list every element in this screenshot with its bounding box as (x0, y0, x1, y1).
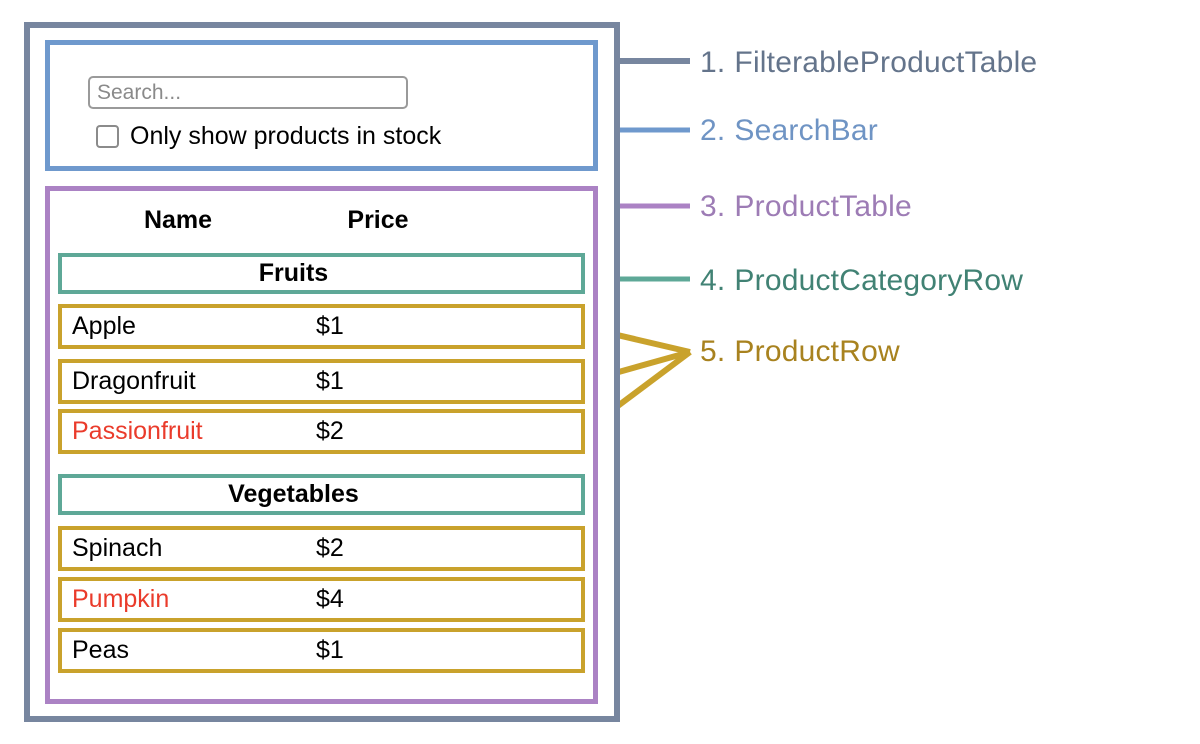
legend-label: ProductCategoryRow (734, 264, 1024, 297)
product-category-label: Fruits (258, 259, 329, 287)
product-name: Apple (72, 312, 136, 340)
legend-label: SearchBar (734, 114, 878, 147)
product-category-label: Vegetables (228, 480, 359, 508)
stock-filter-row[interactable]: Only show products in stock (96, 124, 441, 149)
legend-label: FilterableProductTable (734, 46, 1038, 79)
legend-number: 5. (700, 335, 726, 368)
product-table-header: Name Price (58, 198, 585, 242)
product-row: Dragonfruit $1 (58, 359, 585, 404)
legend-item-search-bar: 2. SearchBar (700, 114, 878, 148)
product-price: $1 (316, 636, 344, 664)
product-row: Passionfruit $2 (58, 409, 585, 454)
legend-item-product-category-row: 4. ProductCategoryRow (700, 264, 1023, 298)
legend-number: 2. (700, 114, 726, 147)
product-price: $1 (316, 367, 344, 395)
product-row: Peas $1 (58, 628, 585, 673)
legend-label: ProductTable (734, 190, 912, 223)
product-name: Pumpkin (72, 585, 170, 613)
product-row: Apple $1 (58, 304, 585, 349)
legend-label: ProductRow (734, 335, 900, 368)
search-input[interactable] (88, 76, 408, 109)
legend-item-product-table: 3. ProductTable (700, 190, 912, 224)
only-in-stock-checkbox[interactable] (96, 125, 119, 148)
product-price: $1 (316, 312, 344, 340)
product-price: $2 (316, 534, 344, 562)
product-row: Spinach $2 (58, 526, 585, 571)
product-price: $2 (316, 417, 344, 445)
legend-number: 4. (700, 264, 726, 297)
only-in-stock-label: Only show products in stock (130, 122, 442, 150)
legend-item-filterable-product-table: 1. FilterableProductTable (700, 46, 1037, 80)
column-header-name: Name (143, 205, 213, 234)
product-category-row: Fruits (58, 253, 585, 294)
product-name: Peas (72, 636, 129, 664)
product-name: Dragonfruit (72, 367, 196, 395)
product-price: $4 (316, 585, 344, 613)
legend-number: 1. (700, 46, 726, 79)
column-header-price: Price (347, 205, 409, 234)
legend-number: 3. (700, 190, 726, 223)
product-name: Spinach (72, 534, 163, 562)
product-name: Passionfruit (72, 417, 203, 445)
product-row: Pumpkin $4 (58, 577, 585, 622)
legend-item-product-row: 5. ProductRow (700, 335, 900, 369)
product-category-row: Vegetables (58, 474, 585, 515)
